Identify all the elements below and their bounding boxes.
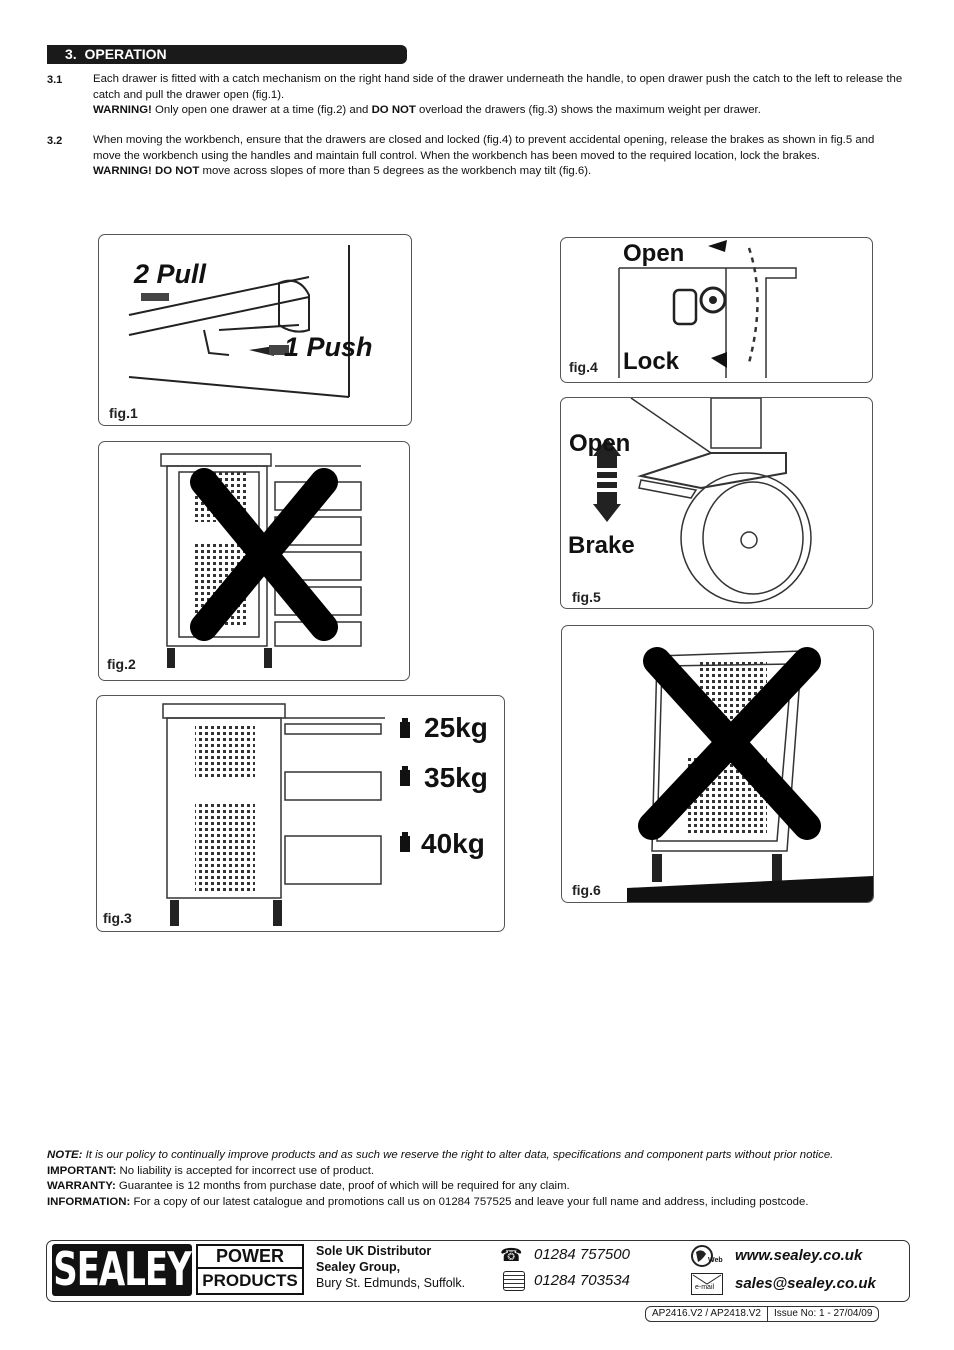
paragraph-3-2: When moving the workbench, ensure that t… [93, 133, 903, 180]
warning-do-not: DO NOT [371, 104, 416, 116]
footer-box [46, 1240, 910, 1302]
paragraph-number-3-2: 3.2 [47, 135, 63, 147]
figure-5-label: fig.5 [572, 589, 601, 605]
figure-3: 25kg 35kg 40kg fig.3 [96, 695, 505, 932]
distributor-title: Sole UK Distributor [316, 1244, 432, 1258]
multiple-drawers-open-illustration [160, 453, 362, 668]
warranty-label: WARRANTY: [47, 1180, 116, 1193]
warranty-text: Guarantee is 12 months from purchase dat… [115, 1180, 570, 1193]
weight-label-40kg: 40kg [421, 828, 485, 859]
figure-2-label: fig.2 [107, 656, 136, 672]
figure-5: Open Brake fig.5 [560, 397, 873, 609]
email-link[interactable]: sales@sealey.co.uk [735, 1275, 876, 1292]
push-label: 1 Push [284, 332, 373, 362]
warning-label: WARNING! [93, 104, 152, 116]
fax-number: 01284 703534 [534, 1272, 630, 1289]
note-line: NOTE: It is our policy to continually im… [47, 1148, 917, 1164]
web-globe-icon: Web [690, 1244, 723, 1268]
sealey-logo: SEALEY [52, 1243, 192, 1297]
open-label: Open [569, 430, 631, 457]
warning-text: move across slopes of more than 5 degree… [199, 165, 592, 177]
figure-2: fig.2 [98, 441, 410, 681]
warning-text: Only open one drawer at a time (fig.2) a… [151, 104, 372, 116]
paragraph-number-3-1: 3.1 [47, 74, 63, 86]
information-text: For a copy of our latest catalogue and p… [130, 1196, 809, 1209]
warning-label: WARNING! DO NOT [93, 165, 200, 177]
important-text: No liability is accepted for incorrect u… [116, 1164, 375, 1177]
email-icon-label: e-mail [695, 1284, 715, 1291]
section-title: OPERATION [84, 46, 167, 62]
distributor-address: Bury St. Edmunds, Suffolk. [316, 1276, 466, 1290]
important-label: IMPORTANT: [47, 1164, 117, 1177]
issue-number: Issue No: 1 - 27/04/09 [766, 1307, 872, 1321]
figure-4-label: fig.4 [569, 359, 598, 375]
note-text: It is our policy to continually improve … [82, 1149, 834, 1161]
figure-1-label: fig.1 [109, 405, 138, 421]
figure-3-label: fig.3 [103, 910, 132, 926]
open-label: Open [623, 240, 685, 267]
logo-power-text: POWER [196, 1244, 304, 1269]
information-line: INFORMATION: For a copy of our latest ca… [47, 1195, 917, 1211]
drawer-lock-illustration [618, 240, 797, 378]
weight-label-35kg: 35kg [424, 762, 488, 793]
figure-4: Open Lock fig.4 [560, 237, 873, 383]
figure-6-label: fig.6 [572, 882, 601, 898]
model-number: AP2416.V2 / AP2418.V2 [652, 1308, 761, 1319]
notes-block: NOTE: It is our policy to continually im… [47, 1148, 917, 1211]
brake-label: Brake [568, 532, 635, 559]
distributor-company: Sealey Group, [316, 1260, 401, 1274]
phone-number: 01284 757500 [534, 1246, 630, 1263]
section-header: 3. OPERATION [47, 45, 407, 64]
weight-label-25kg: 25kg [424, 712, 488, 743]
lock-label: Lock [623, 348, 680, 375]
warranty-line: WARRANTY: Guarantee is 12 months from pu… [47, 1179, 917, 1195]
drawer-catch-illustration [128, 245, 350, 398]
warning-text-end: overload the drawers (fig.3) shows the m… [415, 104, 761, 116]
logo-brand-text: SEALEY [53, 1243, 192, 1297]
note-label: NOTE: [47, 1149, 83, 1161]
email-envelope-icon: e-mail [691, 1273, 723, 1295]
power-products-logo: POWER PRODUCTS [196, 1244, 304, 1296]
paragraph-3-1-text: Each drawer is fitted with a catch mecha… [93, 73, 903, 101]
figure-1: 2 Pull 1 Push fig.1 [98, 234, 412, 426]
workbench-tilt-on-slope-illustration [627, 647, 873, 902]
important-line: IMPORTANT: No liability is accepted for … [47, 1164, 917, 1180]
paragraph-3-1: Each drawer is fitted with a catch mecha… [93, 72, 903, 119]
information-label: INFORMATION: [47, 1196, 131, 1209]
castor-brake-illustration [593, 398, 812, 604]
section-number: 3. [65, 46, 77, 62]
web-icon-label: Web [708, 1257, 723, 1264]
distributor-info: Sole UK Distributor Sealey Group, Bury S… [316, 1243, 465, 1291]
document-reference: AP2416.V2 / AP2418.V2 Issue No: 1 - 27/0… [645, 1306, 880, 1322]
paragraph-3-2-text: When moving the workbench, ensure that t… [93, 134, 875, 162]
telephone-icon: ☎ [500, 1245, 523, 1265]
website-link[interactable]: www.sealey.co.uk [735, 1247, 863, 1264]
drawer-max-weight-illustration [162, 703, 410, 926]
figure-6: fig.6 [561, 625, 874, 903]
envelope-icon [692, 1274, 722, 1285]
globe-icon [691, 1245, 713, 1267]
fax-icon [503, 1271, 525, 1291]
logo-products-text: PRODUCTS [196, 1269, 304, 1295]
pull-label: 2 Pull [134, 259, 207, 289]
